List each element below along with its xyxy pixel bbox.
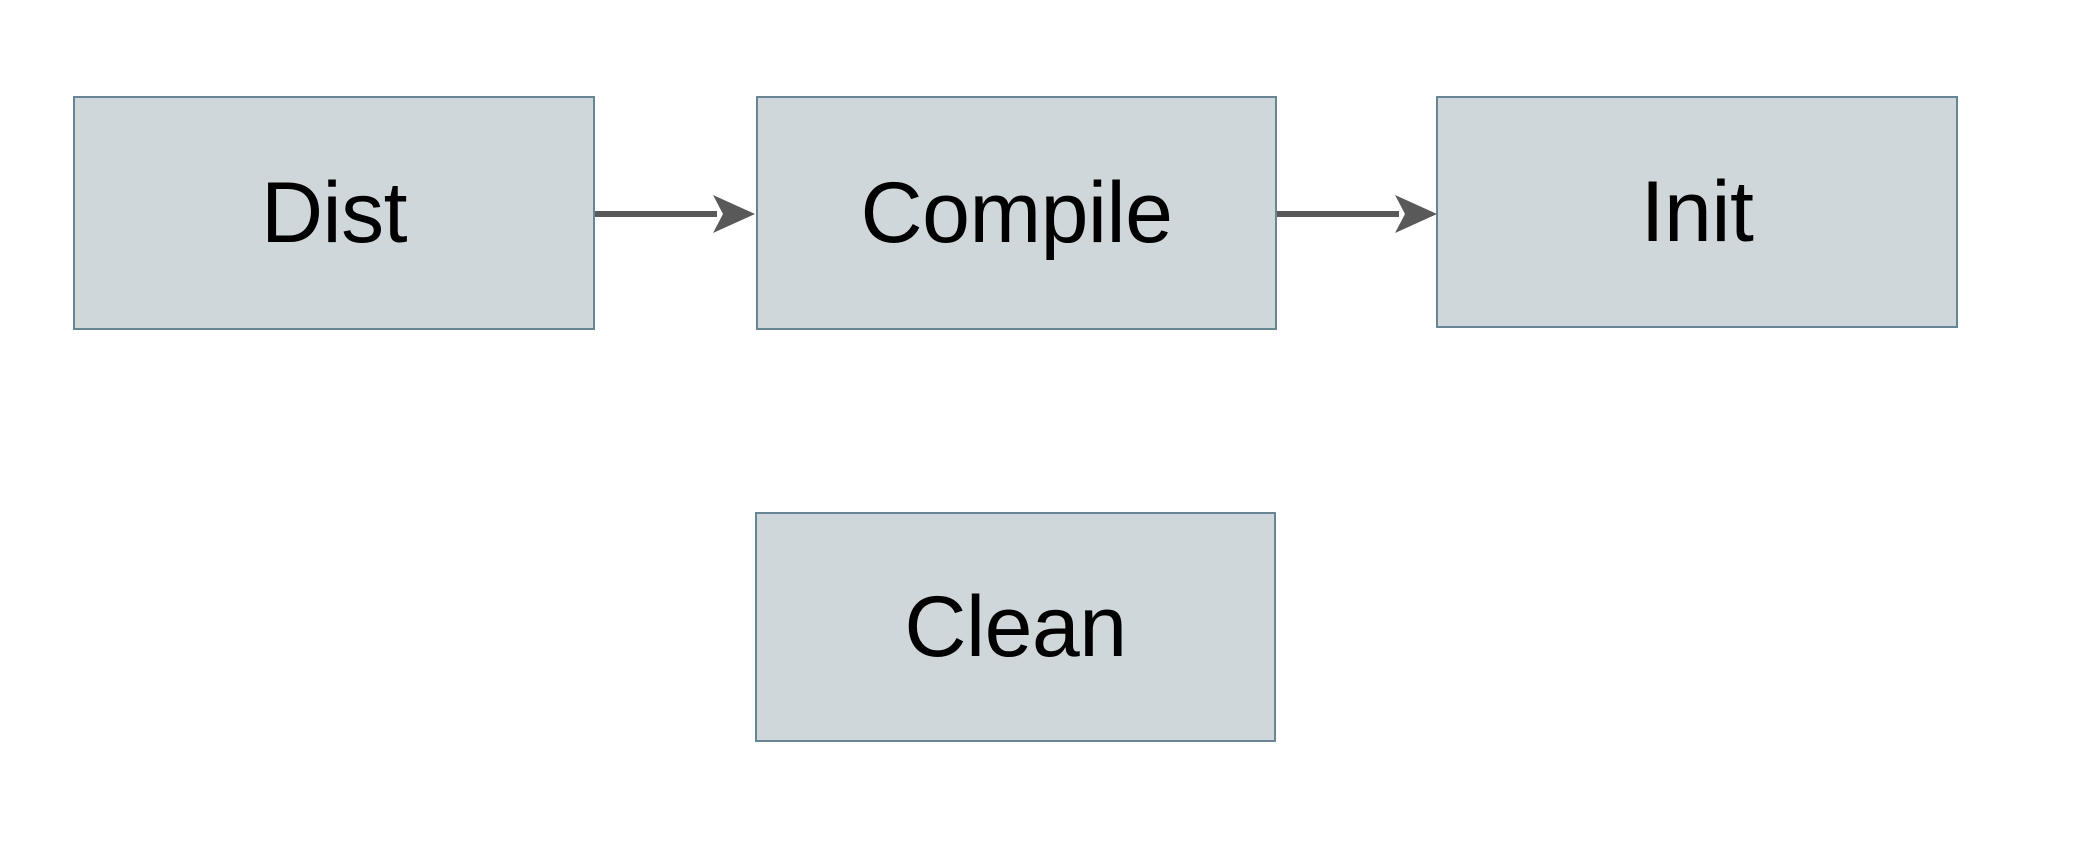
node-clean-label: Clean [904, 579, 1127, 675]
edge-arrowhead-compile-to-init [1395, 195, 1437, 233]
node-clean[interactable]: Clean [755, 512, 1276, 742]
edge-arrowhead-dist-to-compile [713, 195, 755, 233]
node-init-label: Init [1640, 164, 1754, 260]
node-compile[interactable]: Compile [756, 96, 1277, 330]
node-dist[interactable]: Dist [73, 96, 595, 330]
node-dist-label: Dist [260, 165, 408, 261]
node-compile-label: Compile [860, 165, 1173, 261]
node-init[interactable]: Init [1436, 96, 1958, 328]
